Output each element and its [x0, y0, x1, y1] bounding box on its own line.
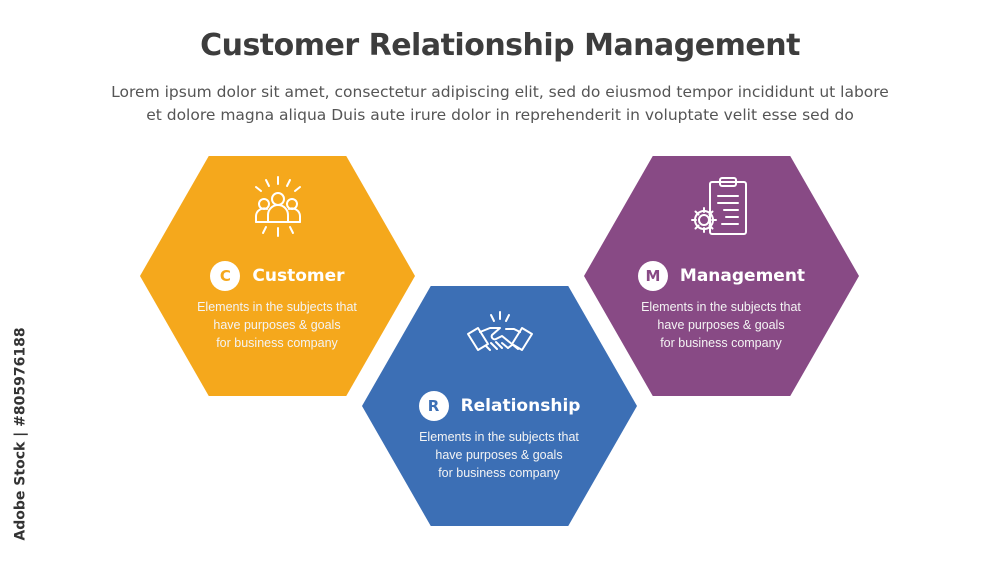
hexagon-management: M Management Elements in the subjects th… [584, 156, 859, 396]
clipboard-gear-icon [691, 177, 747, 235]
people-group-icon [255, 176, 301, 237]
page-subtitle: Lorem ipsum dolor sit amet, consectetur … [40, 81, 960, 127]
hexagon-header: R Relationship [362, 390, 637, 422]
page-title: Customer Relationship Management [200, 28, 800, 63]
description-line: have purposes & goals [213, 318, 341, 332]
hexagon-header: M Management [584, 260, 859, 292]
description-line: Elements in the subjects that [419, 430, 579, 444]
description-line: for business company [438, 466, 560, 480]
hexagon-description: Elements in the subjects that have purpo… [177, 298, 377, 352]
subtitle-line: et dolore magna aliqua Duis aute irure d… [146, 106, 854, 124]
hexagon-header: C Customer [140, 260, 415, 292]
description-line: Elements in the subjects that [197, 300, 357, 314]
hexagon-label: Customer [252, 266, 345, 286]
letter-badge: M [637, 261, 668, 291]
stock-watermark: Adobe Stock | #805976188 [6, 318, 36, 550]
description-line: have purposes & goals [657, 318, 785, 332]
description-line: for business company [216, 336, 338, 350]
hexagon-label: Management [679, 266, 806, 286]
hexagon-description: Elements in the subjects that have purpo… [621, 298, 821, 352]
letter-badge: R [418, 391, 449, 421]
description-line: have purposes & goals [435, 448, 563, 462]
description-line: Elements in the subjects that [641, 300, 801, 314]
subtitle-line: Lorem ipsum dolor sit amet, consectetur … [111, 83, 889, 101]
hexagon-customer: C Customer Elements in the subjects that… [140, 156, 415, 396]
handshake-icon [467, 311, 533, 351]
hexagon-description: Elements in the subjects that have purpo… [399, 428, 599, 482]
watermark-text: Adobe Stock | #805976188 [13, 327, 30, 541]
hexagon-label: Relationship [460, 396, 581, 416]
description-line: for business company [660, 336, 782, 350]
hexagon-relationship: R Relationship Elements in the subjects … [362, 286, 637, 526]
letter-badge: C [210, 261, 241, 291]
